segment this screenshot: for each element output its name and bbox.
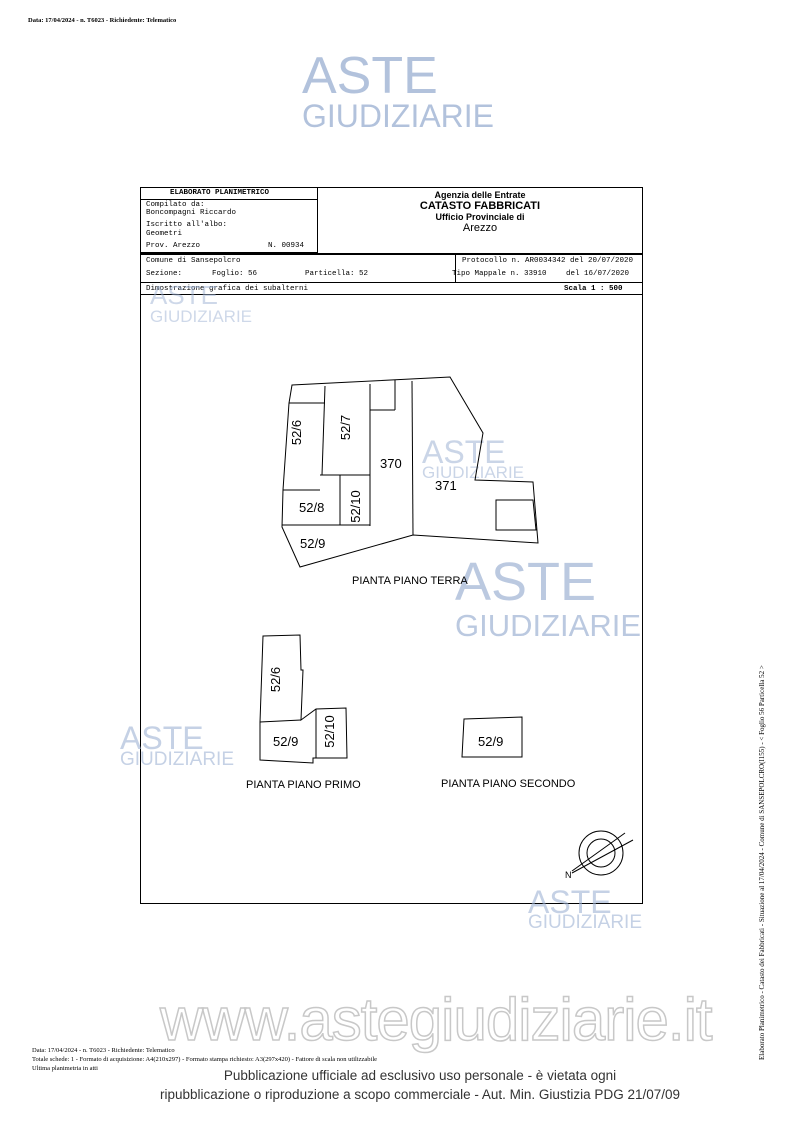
foglio: Foglio: 56 xyxy=(212,270,258,278)
watermark-site: www.astegiudiziarie.it xyxy=(159,985,713,1054)
province: Prov. Arezzo xyxy=(146,242,201,250)
unit-label: 52/7 xyxy=(338,414,354,441)
footer-line: Data: 17/04/2024 - n. T6023 - Richiedent… xyxy=(32,1047,175,1054)
north-arrow-icon xyxy=(571,830,634,876)
watermark-aste: ASTE xyxy=(120,720,204,756)
watermark-aste: ASTE xyxy=(528,884,612,920)
unit-label: 52/10 xyxy=(347,490,363,523)
second-floor-caption: PIANTA PIANO SECONDO xyxy=(441,778,576,790)
agency-city: Arezzo xyxy=(462,222,498,234)
side-text: Elaborato Planimetrico - Catasto dei Fab… xyxy=(758,665,766,1060)
compiled-name: Boncompagni Riccardo xyxy=(146,209,237,217)
ground-floor-plan xyxy=(281,376,539,568)
tipo-mappale: Tipo Mappale n. 33910 xyxy=(452,270,547,278)
watermark-giudiziarie: GIUDIZIARIE xyxy=(150,307,253,326)
watermark-aste: ASTE xyxy=(150,280,218,310)
first-floor-plan xyxy=(259,634,348,764)
divider xyxy=(140,199,318,200)
protocollo: Protocollo n. AR0034342 del 20/07/2020 xyxy=(462,257,634,265)
footer-line: Ultima planimetria in atti xyxy=(32,1065,98,1072)
doc-title: ELABORATO PLANIMETRICO xyxy=(170,189,270,197)
albo-value: Geometri xyxy=(146,230,183,238)
publication-notice: Pubblicazione ufficiale ad esclusivo uso… xyxy=(223,1068,617,1083)
unit-label: 52/6 xyxy=(289,419,305,446)
north-label: N xyxy=(565,870,572,880)
watermark-aste: ASTE xyxy=(302,47,438,105)
footer-line: Totale schede: 1 - Formato di acquisizio… xyxy=(32,1056,378,1063)
watermark-aste: ASTE xyxy=(422,434,506,470)
sezione: Sezione: xyxy=(146,270,183,278)
dimostrazione: Dimostrazione grafica dei subalterni xyxy=(146,285,309,293)
divider xyxy=(140,253,643,255)
watermark-giudiziarie: GIUDIZIARIE xyxy=(528,912,643,933)
watermark-giudiziarie: GIUDIZIARIE xyxy=(302,98,495,134)
info-row xyxy=(140,253,643,283)
ground-floor-caption: PIANTA PIANO TERRA xyxy=(352,575,468,587)
unit-label: 52/6 xyxy=(268,666,284,693)
tipo-mappale-date: del 16/07/2020 xyxy=(566,270,630,278)
header-box xyxy=(140,187,318,253)
watermark-aste: ASTE xyxy=(455,552,597,612)
unit-label: 52/9 xyxy=(478,734,504,749)
agency-catasto: CATASTO FABBRICATI xyxy=(419,200,541,212)
agency-office: Ufficio Provinciale di xyxy=(435,212,525,222)
watermark-giudiziarie: GIUDIZIARIE xyxy=(422,463,525,482)
divider xyxy=(140,294,643,295)
second-floor-plan xyxy=(461,716,523,758)
albo-label: Iscritto all'albo: xyxy=(146,221,228,229)
agency-block: Agenzia delle Entrate CATASTO FABBRICATI… xyxy=(360,190,600,234)
registration-number: N. 00934 xyxy=(268,242,305,250)
unit-label: 52/9 xyxy=(273,734,299,749)
agency-name: Agenzia delle Entrate xyxy=(434,190,526,200)
unit-label: 52/8 xyxy=(299,500,325,515)
first-floor-caption: PIANTA PIANO PRIMO xyxy=(246,779,361,791)
top-info-line: Data: 17/04/2024 - n. T6023 - Richiedent… xyxy=(28,17,177,24)
compiled-label: Compilato da: xyxy=(146,201,205,209)
scale: Scala 1 : 500 xyxy=(564,285,623,293)
unit-label: 52/10 xyxy=(321,715,337,748)
unit-label: 371 xyxy=(435,478,457,493)
unit-label: 52/9 xyxy=(300,536,326,551)
comune: Comune di Sansepolcro xyxy=(146,257,241,265)
watermark-giudiziarie: GIUDIZIARIE xyxy=(455,608,642,643)
document-frame xyxy=(140,187,643,904)
particella: Particella: 52 xyxy=(305,270,369,278)
publication-notice: ripubblicazione o riproduzione a scopo c… xyxy=(159,1087,680,1102)
unit-label: 370 xyxy=(380,456,402,471)
divider xyxy=(455,253,456,283)
watermark-giudiziarie: GIUDIZIARIE xyxy=(120,749,235,770)
